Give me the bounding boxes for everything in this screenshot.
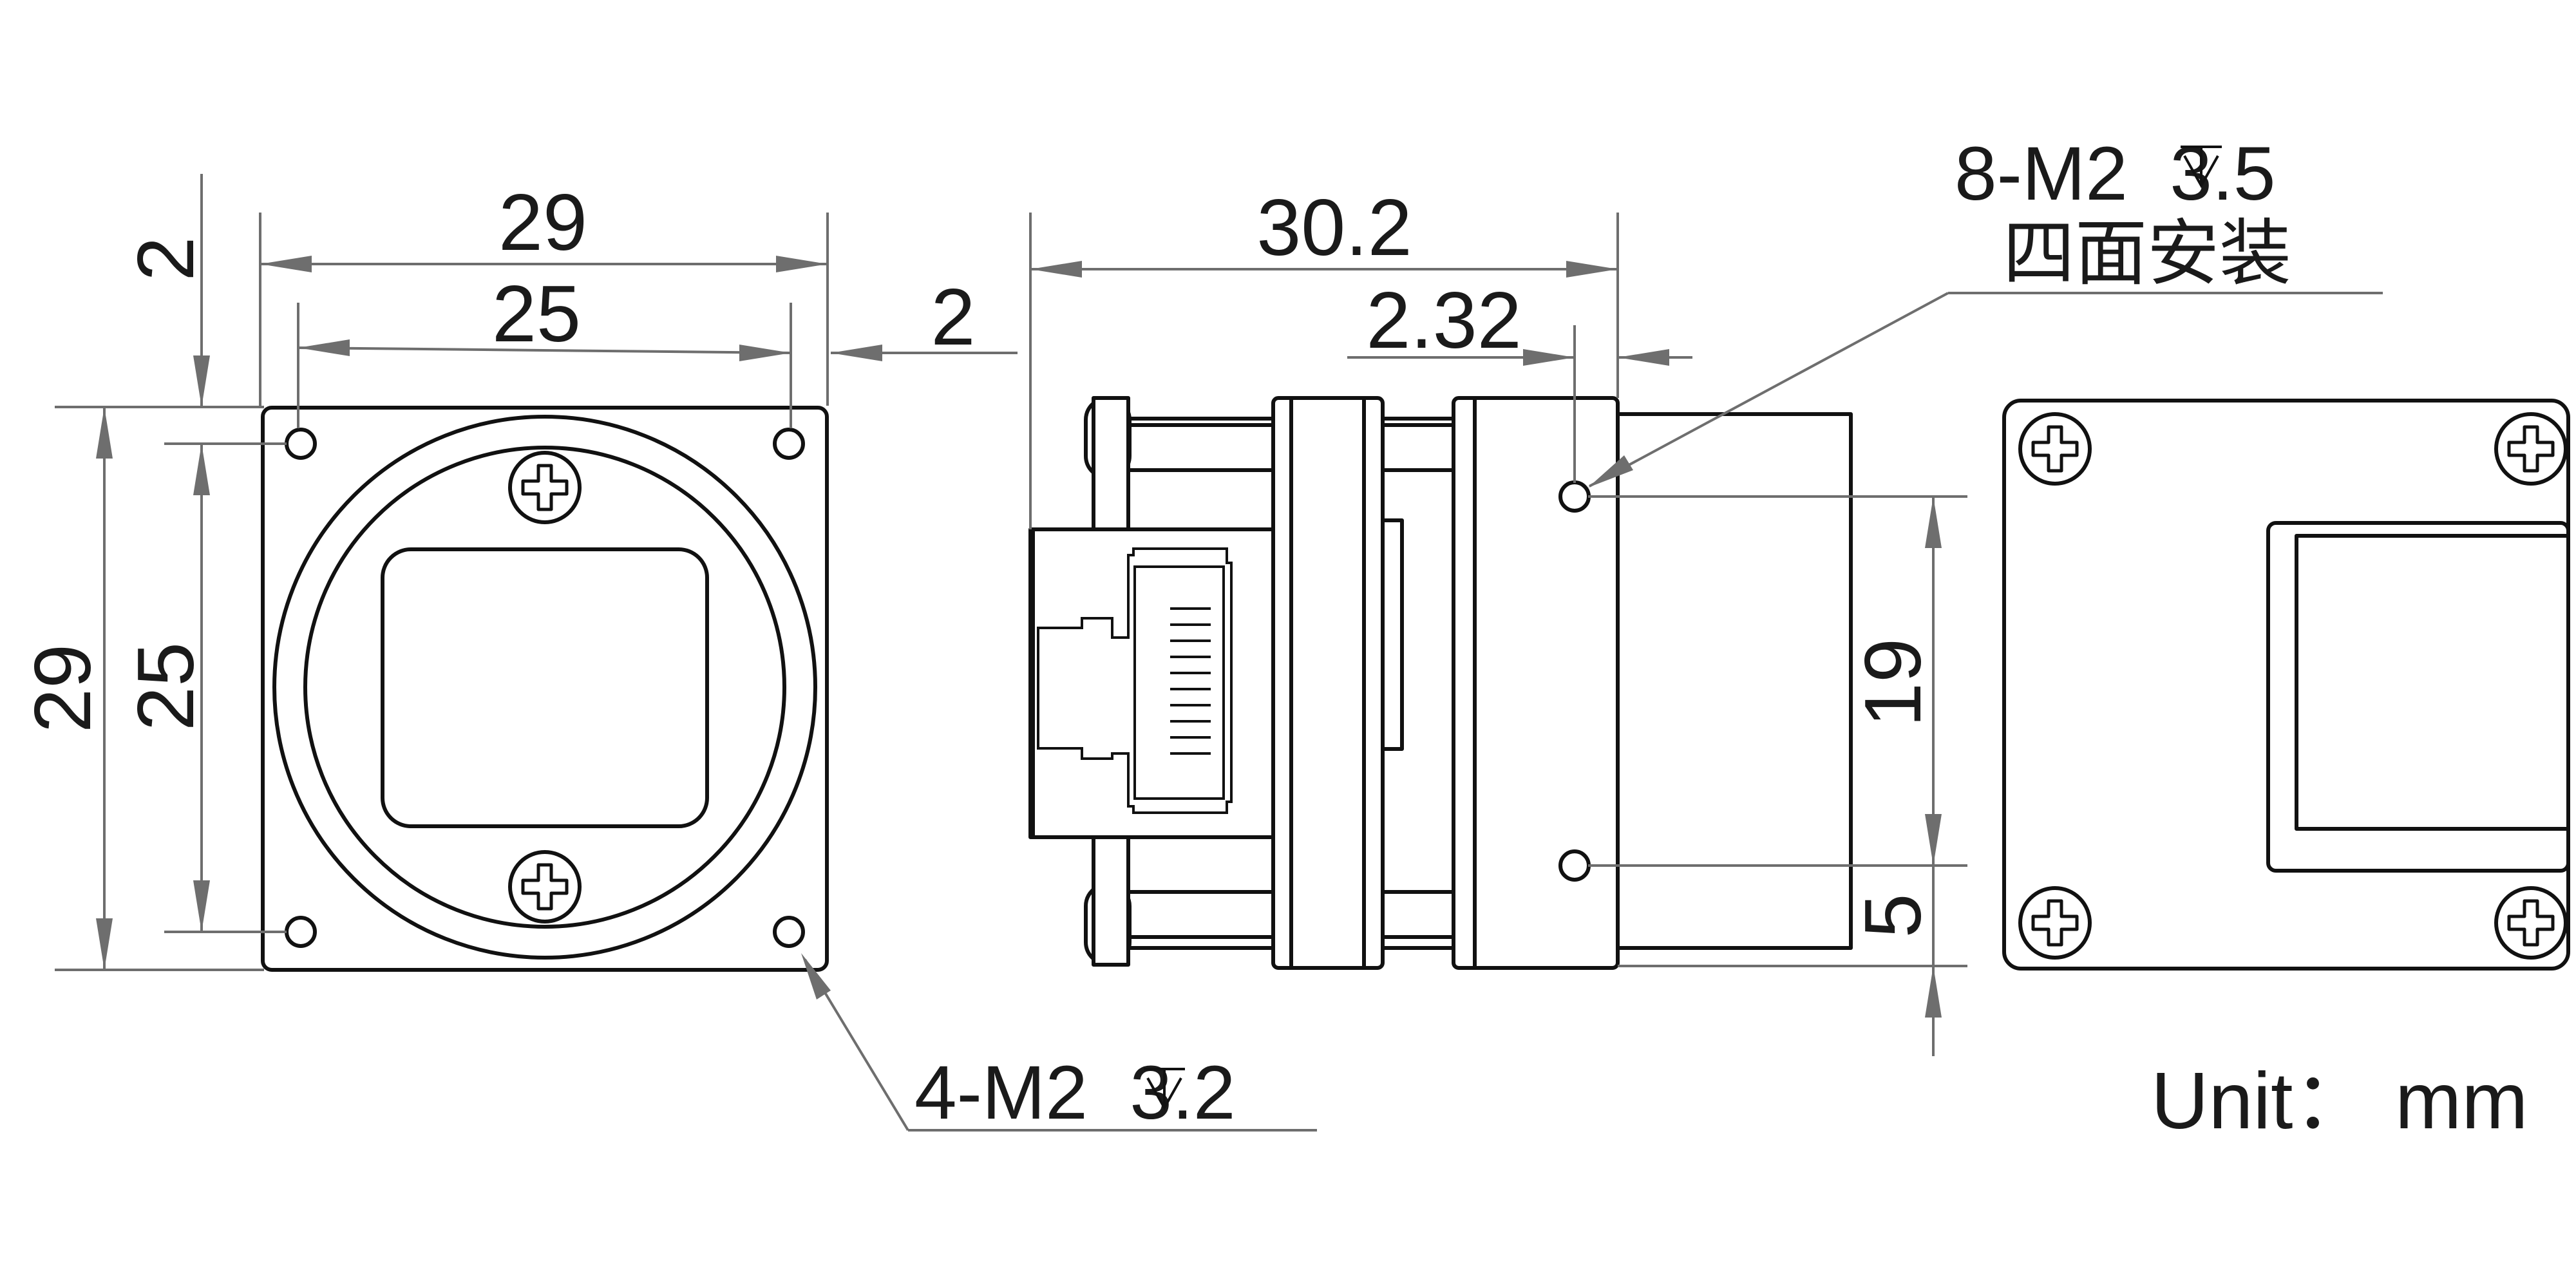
dimension-label: 25 <box>122 642 211 731</box>
front-hole-top-right <box>773 428 805 460</box>
rear-view <box>2002 399 2570 971</box>
dimension-height-25: 25 <box>122 444 211 932</box>
rear-screw-bottom-left-icon <box>2020 888 2090 958</box>
front-hole-bottom-left <box>285 916 317 948</box>
dimension-bottom-offset-5: 5 <box>1849 866 1942 1056</box>
unit-label: Unit： mm <box>2151 1057 2528 1146</box>
dimension-label: 2 <box>931 273 976 362</box>
depth-symbol-icon <box>1144 1068 1185 1111</box>
side-view: 30.2 2.32 19 5 8-M2 <box>1028 131 2383 1056</box>
front-body-outline <box>261 406 829 972</box>
rear-connector-inner <box>2295 534 2570 831</box>
mount-screw-bottom-icon <box>510 852 580 922</box>
side-thread-callout: 8-M2 3.5 四面安装 <box>1588 131 2383 488</box>
dimension-label: 29 <box>19 644 108 733</box>
sensor-housing-gap <box>1381 417 1455 950</box>
rear-body-outline <box>2002 399 2570 971</box>
dimension-length-30-2: 30.2 <box>1030 184 1618 278</box>
dimension-label: 25 <box>492 270 581 359</box>
dimension-label: 29 <box>498 178 587 267</box>
depth-symbol-icon <box>2181 146 2222 189</box>
lens-mount-inner-ring <box>303 446 786 929</box>
front-hole-top-left <box>285 428 317 460</box>
rear-screw-top-right-icon <box>2496 414 2566 484</box>
mounting-note-label: 四面安装 <box>2003 212 2291 296</box>
rear-connector-frame <box>2266 521 2570 873</box>
dimension-hole-offset-2-32: 2.32 <box>1347 276 1692 366</box>
front-thread-callout: 4-M2 3.2 <box>801 953 1317 1135</box>
thread-callout-label: 8-M2 3.5 <box>1955 131 2275 216</box>
front-hole-bottom-right <box>773 916 805 948</box>
lens-mount-side <box>1616 412 1853 950</box>
front-view: 29 25 2 2 29 <box>19 174 1317 1135</box>
dimension-label: 19 <box>1849 638 1938 727</box>
dimension-label: 2.32 <box>1366 276 1521 365</box>
dimension-hole-spacing-19: 19 <box>1849 497 1942 866</box>
lens-mount-outer-ring <box>272 415 817 960</box>
rear-screw-top-left-icon <box>2020 414 2090 484</box>
dimension-label: 30.2 <box>1256 184 1412 272</box>
thread-callout-label: 4-M2 3.2 <box>914 1050 1235 1135</box>
mount-screw-top-icon <box>510 453 580 522</box>
dimension-label: 5 <box>1849 894 1938 938</box>
sensor-window <box>381 547 709 828</box>
dimension-width-25: 25 <box>298 270 791 361</box>
dimension-width-29: 29 <box>260 178 828 272</box>
dimension-label: 2 <box>122 237 211 281</box>
dimension-height-29: 29 <box>19 407 113 970</box>
dimension-right-offset-2: 2 <box>831 273 1018 362</box>
dimension-top-offset-2: 2 <box>122 174 211 444</box>
rear-screw-bottom-right-icon <box>2496 888 2566 958</box>
